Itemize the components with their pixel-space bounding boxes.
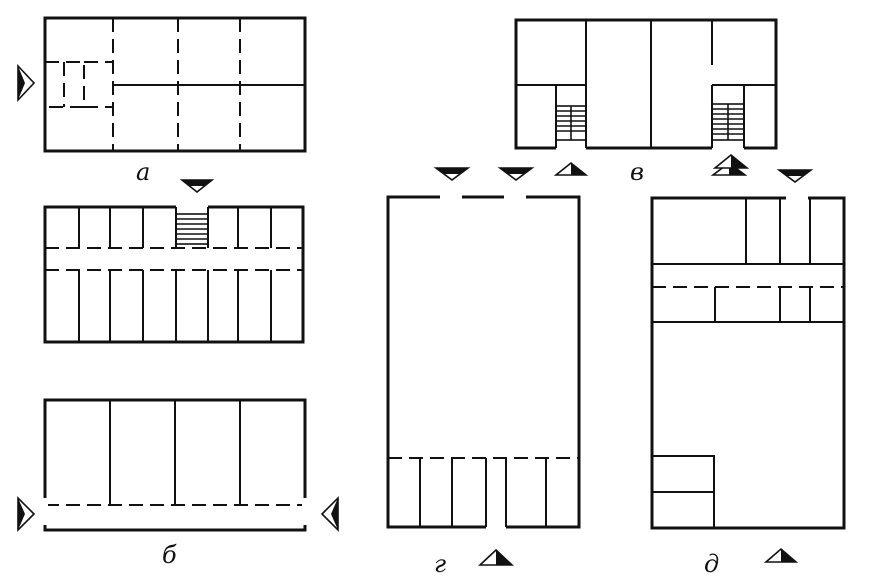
room-partitions-top — [78, 207, 272, 248]
plan-d: д — [650, 153, 846, 578]
entrance-arrow-shade — [571, 163, 586, 175]
plan-d-label: д — [704, 550, 719, 578]
plan-b-upper — [43, 179, 305, 344]
room-partitions-bottom — [714, 287, 811, 322]
plan-g: г — [386, 167, 581, 578]
entrance-arrow-shade — [18, 498, 25, 530]
entrance-arrow-shade — [496, 550, 512, 565]
plan-a: а — [17, 16, 307, 186]
plan-b: б — [17, 398, 339, 569]
plan-g-outline — [386, 195, 581, 529]
entrance-arrow-shade — [500, 168, 532, 174]
plan-a-label: а — [136, 158, 150, 186]
plan-b-upper-outline — [43, 205, 305, 344]
plan-d-corner-room — [652, 455, 715, 528]
room-partitions-bottom — [78, 270, 272, 342]
plan-b-label: б — [162, 541, 177, 569]
staircase-icon — [555, 105, 587, 141]
staircase-icon — [175, 213, 209, 245]
entrance-arrow-shade — [18, 66, 25, 100]
plan-v-label: в — [630, 158, 644, 186]
room-partitions-top — [745, 198, 811, 264]
entrance-arrow-shade — [331, 498, 338, 530]
plan-v: в — [514, 18, 778, 186]
entrance-arrow-shade — [779, 170, 811, 176]
plan-d-outline — [650, 196, 846, 530]
entrance-arrow-shade — [731, 155, 747, 168]
entrance-arrow-shade — [781, 549, 796, 562]
room-partitions — [419, 458, 547, 527]
entrance-arrow-shade — [436, 168, 468, 174]
staircase-icon — [711, 103, 745, 141]
entrance-arrow-shade — [182, 180, 212, 186]
plan-g-label: г — [434, 550, 446, 578]
